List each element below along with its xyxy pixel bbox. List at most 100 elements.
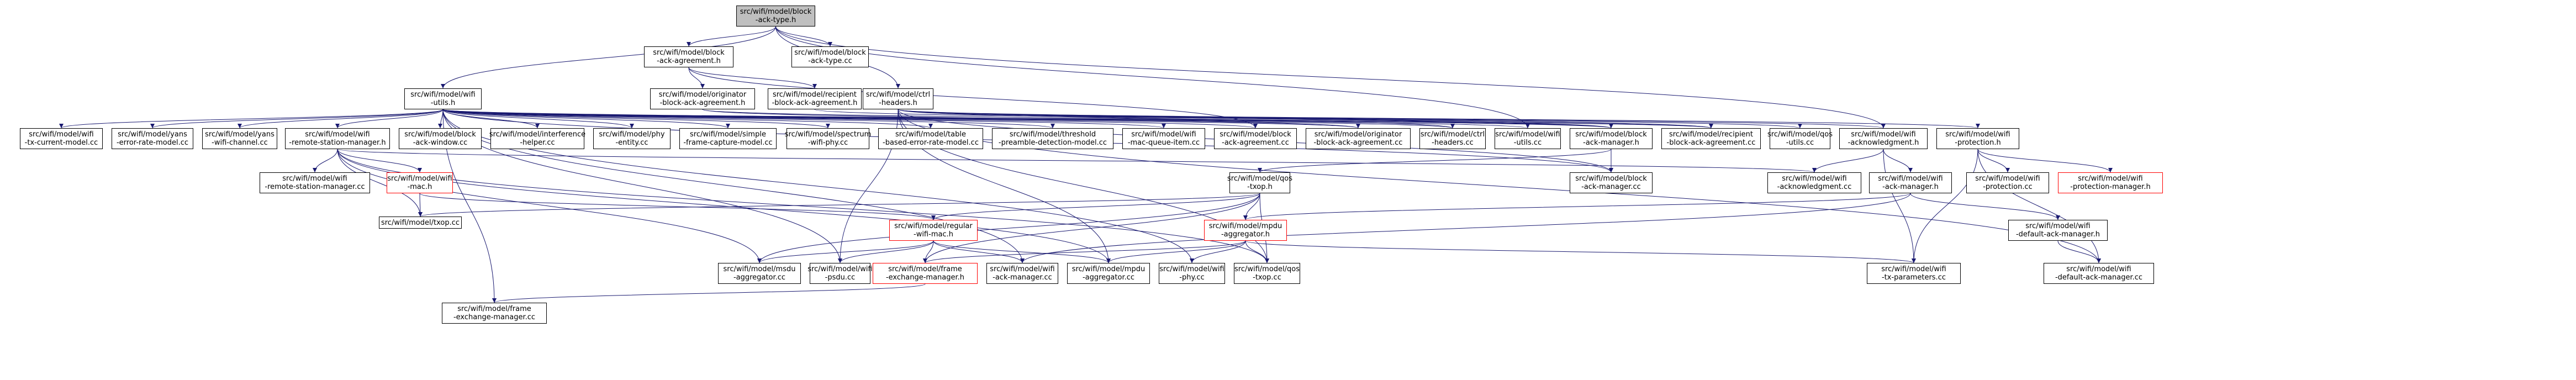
graph-node-msdu-cc[interactable]: src/wifi/model/msdu -aggregator.cc xyxy=(718,263,801,284)
graph-node-psdu-cc[interactable]: src/wifi/model/wifi -psdu.cc xyxy=(807,263,873,284)
graph-node-wifiutils-cc[interactable]: src/wifi/model/wifi -utils.cc xyxy=(1495,128,1561,149)
edge-wifiutils-h-to-yanserror xyxy=(150,109,444,129)
graph-node-qostxop-cc[interactable]: src/wifi/model/qos -txop.cc xyxy=(1234,263,1300,284)
graph-node-originator-cc[interactable]: src/wifi/model/originator -block-ack-agr… xyxy=(1306,128,1411,149)
edge-blockacktype-to-wifiutils-cc xyxy=(775,26,1530,129)
graph-node-wifiutils-h[interactable]: src/wifi/model/wifi -utils.h xyxy=(404,88,482,109)
edge-wifiutils-h-to-tableerror xyxy=(442,109,933,129)
edge-regmac-h-to-ackmgr-cc xyxy=(933,240,1025,263)
edge-wifiutils-h-to-simpleframe xyxy=(442,109,730,129)
edge-wifiutils-h-to-phy-cc xyxy=(442,109,1194,263)
graph-node-ackmgr-cc[interactable]: src/wifi/model/wifi -ack-manager.cc xyxy=(986,263,1058,284)
edge-prot-h-to-defackmgr-cc xyxy=(1977,149,2101,263)
graph-node-txop-cc[interactable]: src/wifi/model/txop.cc xyxy=(379,217,462,229)
graph-node-spectrum[interactable]: src/wifi/model/spectrum -wifi-phy.cc xyxy=(785,128,871,149)
graph-node-defackmgr-cc[interactable]: src/wifi/model/wifi -default-ack-manager… xyxy=(2044,263,2154,284)
edge-defackmgr-h-to-defackmgr-cc xyxy=(2057,240,2101,263)
edge-mpduagg-h-to-qostxop-cc xyxy=(1245,240,1269,263)
edge-ackmgr-h-to-ackmgr-cc xyxy=(1020,193,1911,263)
graph-node-ack-h[interactable]: src/wifi/model/wifi -acknowledgment.h xyxy=(1839,128,1928,149)
graph-node-bam-cc[interactable]: src/wifi/model/block -ack-manager.cc xyxy=(1570,172,1653,193)
edge-wifiutils-h-to-threshold xyxy=(442,109,1055,129)
edge-rsm-h-to-msdu-cc xyxy=(337,149,762,263)
graph-node-recipient-cc[interactable]: src/wifi/model/recipient -block-ack-agre… xyxy=(1661,128,1761,149)
edge-ack-h-to-ack-cc xyxy=(1812,149,1884,173)
graph-node-qosutils[interactable]: src/wifi/model/qos -utils.cc xyxy=(1767,128,1833,149)
graph-node-txcurrent[interactable]: src/wifi/model/wifi -tx-current-model.cc xyxy=(20,128,103,149)
edge-rsm-h-to-mpduagg-cc xyxy=(337,149,1111,263)
edge-mpduagg-h-to-phy-cc xyxy=(1190,240,1246,263)
graph-node-recipient-h[interactable]: src/wifi/model/recipient -block-ack-agre… xyxy=(768,88,862,109)
graph-node-defackmgr-h[interactable]: src/wifi/model/wifi -default-ack-manager… xyxy=(2008,220,2108,241)
edge-wifiutils-h-to-rsm-h xyxy=(335,109,444,129)
edge-prot-h-to-txparams-cc xyxy=(1912,149,1978,263)
graph-node-prot-cc[interactable]: src/wifi/model/wifi -protection.cc xyxy=(1966,172,2049,193)
edge-mpduagg-h-to-mpduagg-cc xyxy=(1106,240,1246,263)
graph-node-ctrlheaders-cc[interactable]: src/wifi/model/ctrl -headers.cc xyxy=(1419,128,1486,149)
edge-framemgr-h-to-framemgr-cc xyxy=(492,283,926,303)
graph-node-txparams-cc[interactable]: src/wifi/model/wifi -tx-parameters.cc xyxy=(1867,263,1961,284)
graph-node-rsm-cc[interactable]: src/wifi/model/wifi -remote-station-mana… xyxy=(260,172,370,193)
graph-node-prot-h[interactable]: src/wifi/model/wifi -protection.h xyxy=(1936,128,2019,149)
graph-node-simpleframe[interactable]: src/wifi/model/simple -frame-capture-mod… xyxy=(679,128,777,149)
graph-node-yanserror[interactable]: src/wifi/model/yans -error-rate-model.cc xyxy=(112,128,193,149)
graph-node-blockackagreement-h[interactable]: src/wifi/model/block -ack-agreement.h xyxy=(644,46,733,67)
edge-regmac-h-to-mpduagg-cc xyxy=(933,240,1111,263)
edge-ack-h-to-txparams-cc xyxy=(1883,149,1916,263)
edge-blockacktype-to-blockacktype-cc xyxy=(775,26,832,47)
edge-ackmgr-h-to-mpduagg-h xyxy=(1243,193,1911,220)
edge-prot-h-to-protmgr-h xyxy=(1977,149,2113,173)
edge-ctrlheaders-h-to-ctrlheaders-cc xyxy=(898,109,1455,129)
graph-node-tableerror[interactable]: src/wifi/model/table -based-error-rate-m… xyxy=(878,128,983,149)
edge-wifiutils-h-to-txcurrent xyxy=(59,109,444,129)
graph-node-bacagree-cc[interactable]: src/wifi/model/block -ack-agreement.cc xyxy=(1214,128,1297,149)
graph-node-blockacktype-cc[interactable]: src/wifi/model/block -ack-type.cc xyxy=(791,46,869,67)
edge-blockacktype-to-wifiutils-h xyxy=(441,26,776,89)
graph-node-interference[interactable]: src/wifi/model/interference -helper.cc xyxy=(489,128,585,149)
graph-node-ctrlheaders-h[interactable]: src/wifi/model/ctrl -headers.h xyxy=(863,88,933,109)
graph-node-blockackwindow[interactable]: src/wifi/model/block -ack-window.cc xyxy=(399,128,482,149)
edge-qostxop-h-to-framemgr-h xyxy=(923,193,1260,263)
edge-qostxop-h-to-regmac-h xyxy=(931,193,1260,220)
edge-blockackagreement-h-to-originator-h xyxy=(688,67,705,89)
edge-ack-h-to-ackmgr-h xyxy=(1883,149,1913,173)
graph-node-mpduagg-cc[interactable]: src/wifi/model/mpdu -aggregator.cc xyxy=(1067,263,1150,284)
graph-node-bam-h[interactable]: src/wifi/model/block -ack-manager.h xyxy=(1570,128,1653,149)
edge-blockackagreement-h-to-recipient-h xyxy=(688,67,817,89)
graph-node-ackmgr-h[interactable]: src/wifi/model/wifi -ack-manager.h xyxy=(1869,172,1952,193)
edge-ackmgr-h-to-defackmgr-h xyxy=(1910,193,2060,220)
graph-node-rsm-h[interactable]: src/wifi/model/wifi -remote-station-mana… xyxy=(285,128,390,149)
edge-originator-h-to-bam-h xyxy=(702,109,1613,129)
graph-node-phy-cc[interactable]: src/wifi/model/wifi -phy.cc xyxy=(1159,263,1225,284)
graph-node-framemgr-cc[interactable]: src/wifi/model/frame -exchange-manager.c… xyxy=(442,303,547,324)
edge-wifiutils-h-to-blockackwindow xyxy=(438,109,444,129)
edge-wifiutils-h-to-phyentity xyxy=(442,109,634,129)
edge-rsm-h-to-mac-h xyxy=(337,149,422,173)
edge-rsm-h-to-qostxop-cc xyxy=(337,149,1269,263)
graph-node-mac-h[interactable]: src/wifi/model/wifi -mac.h xyxy=(387,172,453,193)
edge-regmac-h-to-msdu-cc xyxy=(757,240,934,263)
edge-wifiutils-h-to-yanschannel xyxy=(237,109,444,129)
graph-node-threshold[interactable]: src/wifi/model/threshold -preamble-detec… xyxy=(992,128,1113,149)
graph-node-protmgr-h[interactable]: src/wifi/model/wifi -protection-manager.… xyxy=(2058,172,2163,193)
graph-node-qostxop-h[interactable]: src/wifi/model/qos -txop.h xyxy=(1227,172,1292,193)
graph-node-yanschannel[interactable]: src/wifi/model/yans -wifi-channel.cc xyxy=(202,128,277,149)
edge-regmac-h-to-psdu-cc xyxy=(838,240,934,263)
graph-node-mpduagg-h[interactable]: src/wifi/model/mpdu -aggregator.h xyxy=(1204,220,1287,241)
graph-node-regmac-h[interactable]: src/wifi/model/regular -wifi-mac.h xyxy=(889,220,978,241)
graph-node-phyentity[interactable]: src/wifi/model/phy -entity.cc xyxy=(593,128,671,149)
edge-mpduagg-h-to-framemgr-h xyxy=(923,240,1246,263)
edge-bam-h-to-qostxop-h xyxy=(1258,149,1612,173)
graph-node-ack-cc[interactable]: src/wifi/model/wifi -acknowledgment.cc xyxy=(1767,172,1861,193)
edge-prot-h-to-prot-cc xyxy=(1977,149,2010,173)
edge-qostxop-h-to-txop-cc xyxy=(418,193,1260,217)
graph-node-originator-h[interactable]: src/wifi/model/originator -block-ack-agr… xyxy=(650,88,755,109)
edge-wifiutils-h-to-spectrum xyxy=(442,109,830,129)
graph-node-framemgr-h[interactable]: src/wifi/model/frame -exchange-manager.h xyxy=(873,263,978,284)
graph-node-blockacktype[interactable]: src/wifi/model/block -ack-type.h xyxy=(736,6,815,27)
edge-rsm-h-to-ack-cc xyxy=(337,149,1816,173)
graph-node-macqueue[interactable]: src/wifi/model/wifi -mac-queue-item.cc xyxy=(1122,128,1205,149)
edge-rsm-h-to-txop-cc xyxy=(337,149,423,217)
edge-rsm-h-to-rsm-cc xyxy=(313,149,338,173)
